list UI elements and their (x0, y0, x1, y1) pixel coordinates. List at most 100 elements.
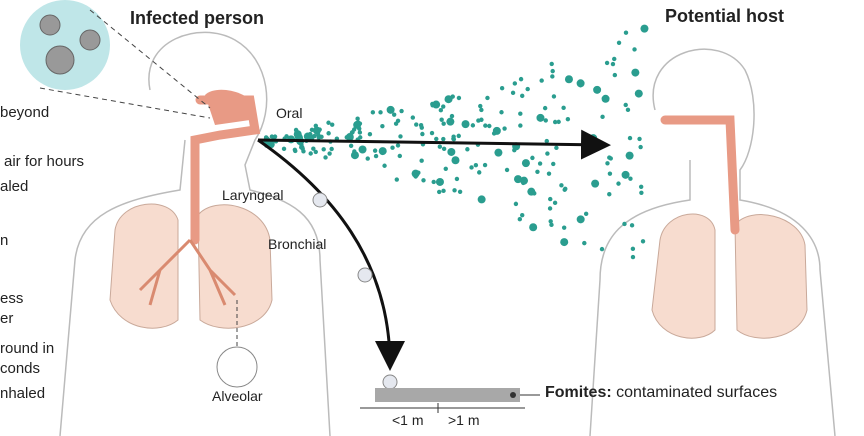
aerosol-particle (543, 118, 548, 123)
title-potential-host: Potential host (665, 6, 785, 26)
aerosol-particle (477, 170, 482, 175)
aerosol-particle (546, 171, 552, 176)
aerosol-particle (548, 219, 553, 224)
left-text: nhaled (0, 385, 46, 402)
aerosol-cloud (262, 24, 649, 260)
host-airway (660, 115, 740, 235)
aerosol-particle (517, 217, 523, 222)
aerosol-particle (583, 211, 589, 217)
aerosol-particle (499, 86, 505, 91)
aerosol-particle (441, 121, 446, 126)
aerosol-particle (357, 121, 363, 126)
aerosol-particle (560, 238, 569, 247)
aerosol-particle (465, 147, 470, 152)
aerosol-particle (469, 165, 474, 170)
aerosol-particle (447, 147, 456, 156)
aerosol-particle (552, 119, 558, 125)
aerosol-particle (630, 246, 636, 252)
distance-far: >1 m (448, 412, 480, 428)
aerosol-particle (479, 117, 484, 122)
aerosol-particle (441, 188, 446, 194)
aerosol-particle (518, 111, 523, 116)
aerosol-particle (612, 56, 617, 62)
left-text: air for hours (4, 153, 85, 170)
aerosol-particle (470, 123, 476, 128)
aerosol-particle (608, 156, 613, 161)
aerosol-particle (429, 130, 435, 136)
aerosol-particle (565, 116, 571, 122)
host-lungs (651, 213, 808, 339)
aerosol-particle (621, 170, 630, 179)
aerosol-particle (473, 162, 479, 168)
aerosol-particle (622, 221, 627, 227)
aerosol-particle (640, 24, 649, 33)
infected-lungs (109, 203, 273, 329)
aerosol-particle (436, 189, 442, 195)
aerosol-particle (504, 167, 510, 173)
aerosol-particle (513, 175, 522, 184)
aerosol-particle (365, 156, 370, 161)
aerosol-particle (562, 187, 567, 192)
aerosol-particle (539, 78, 544, 83)
aerosol-particle (632, 47, 637, 52)
aerosol-particle (441, 146, 447, 152)
aerosol-particle (358, 145, 367, 154)
aerosol-particle (593, 85, 602, 94)
left-text: beyond (0, 104, 50, 121)
aerosol-particle (311, 146, 316, 151)
aerosol-particle (319, 134, 324, 140)
aerosol-particle (629, 223, 635, 228)
infected-nasal (205, 89, 255, 125)
aerosol-particle (326, 131, 331, 136)
aerosol-particle (616, 181, 621, 186)
aerosol-particle (639, 190, 644, 195)
aerosol-particle (627, 135, 633, 141)
aerosol-particle (551, 161, 556, 167)
aerosol-particle (578, 83, 583, 88)
aerosol-particle (382, 163, 387, 168)
aerosol-particle (521, 159, 530, 168)
aerosol-particle (316, 132, 321, 138)
aerosol-particle (308, 133, 313, 139)
aerosol-particle (434, 136, 439, 142)
aerosol-particle (313, 149, 318, 155)
aerosol-particle (623, 102, 628, 108)
aerosol-particle (482, 162, 488, 168)
aerosol-particle (272, 134, 278, 139)
aerosol-particle (477, 195, 486, 204)
aerosol-particle (378, 110, 383, 115)
aerosol-particle (599, 246, 605, 252)
aerosol-particle (457, 189, 463, 194)
aerosol-particle (441, 136, 446, 142)
aerosol-particle (323, 155, 328, 160)
aerosol-particle (549, 61, 554, 67)
aerosol-particle (537, 161, 543, 166)
aerosol-particle (559, 183, 564, 188)
label-bronchial: Bronchial (268, 236, 327, 252)
aerosol-particle (512, 81, 518, 86)
aerosol-particle (548, 196, 553, 202)
aerosol-particle (582, 240, 587, 246)
aerosol-particle (561, 225, 567, 230)
aerosol-particle (398, 134, 403, 139)
label-alveolar: Alveolar (212, 388, 263, 404)
fomites-label: Fomites: contaminated surfaces (545, 384, 778, 401)
virus-particle-icon (39, 14, 101, 75)
aerosol-particle (395, 143, 401, 148)
aerosol-particle (610, 61, 616, 67)
aerosol-particle (550, 74, 555, 79)
aerosol-particle (329, 146, 334, 152)
left-text: conds (0, 360, 41, 377)
aerosol-particle (372, 148, 378, 153)
label-laryngeal: Laryngeal (222, 187, 284, 203)
aerosol-particle (354, 152, 359, 157)
aerosol-particle (397, 153, 403, 159)
aerosol-particle (640, 239, 646, 244)
aerosol-particle (326, 120, 331, 125)
aerosol-particle (550, 68, 555, 74)
host-figure (589, 48, 836, 436)
aerosol-particle (554, 145, 559, 151)
aerosol-particle (394, 177, 399, 182)
aerosol-particle (378, 147, 387, 156)
aerosol-particle (625, 107, 631, 113)
